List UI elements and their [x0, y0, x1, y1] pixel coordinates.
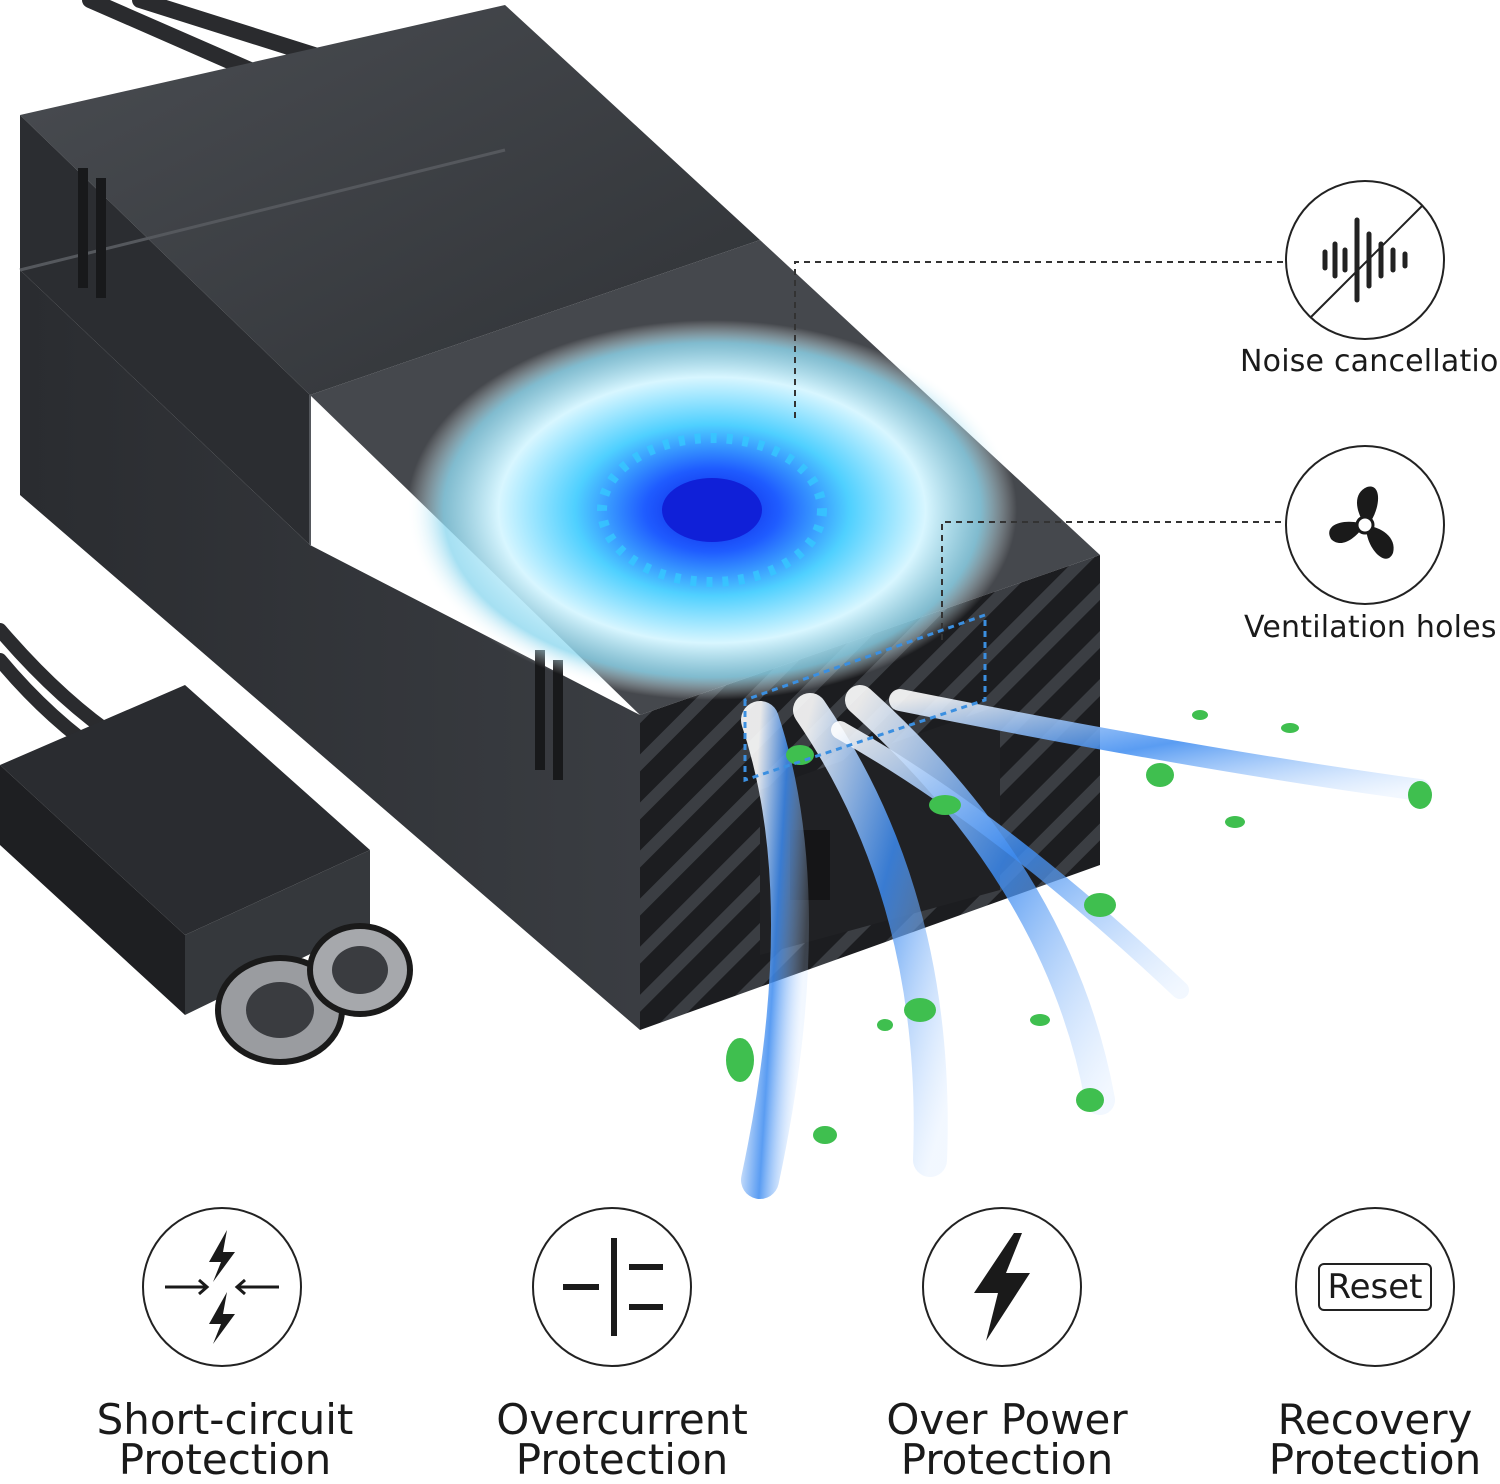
ventilation-holes-label: Ventilation holes: [1244, 610, 1497, 645]
short-circuit-badge: [142, 1207, 302, 1367]
fan-icon: [1329, 486, 1394, 559]
recovery-badge: Reset: [1295, 1207, 1455, 1367]
over-power-line2: Protection: [900, 1435, 1114, 1484]
over-power-line1: Over Power: [886, 1395, 1128, 1444]
overcurrent-line2: Protection: [515, 1435, 729, 1484]
callout-lines: [743, 261, 1285, 783]
short-circuit-label: Short-circuit Protection: [45, 1395, 405, 1484]
noise-cancellation-label: Noise cancellation: [1240, 344, 1500, 379]
recovery-label: Recovery Protection: [1195, 1395, 1500, 1484]
recovery-line1: Recovery: [1277, 1395, 1473, 1444]
short-circuit-line1: Short-circuit: [96, 1395, 354, 1444]
over-power-label: Over Power Protection: [827, 1395, 1187, 1484]
overcurrent-badge: [532, 1207, 692, 1367]
over-power-badge: [922, 1207, 1082, 1367]
airflow: [741, 685, 1431, 1199]
short-circuit-icon: [165, 1230, 279, 1344]
ventilation-holes-badge: [1285, 445, 1445, 605]
leaves: [726, 710, 1432, 1144]
console-connector: [0, 685, 413, 1065]
reset-icon: Reset: [1317, 1263, 1433, 1311]
overcurrent-label: Overcurrent Protection: [442, 1395, 802, 1484]
noise-cancellation-badge: [1285, 180, 1445, 340]
short-circuit-line2: Protection: [118, 1435, 332, 1484]
recovery-line2: Protection: [1268, 1435, 1482, 1484]
lightning-icon: [974, 1233, 1030, 1341]
reset-icon-text: Reset: [1327, 1267, 1423, 1307]
overcurrent-line1: Overcurrent: [496, 1395, 748, 1444]
capacitor-icon: [563, 1238, 663, 1336]
noise-cancel-icon: [1309, 204, 1424, 319]
fan-glow: [407, 320, 1017, 700]
